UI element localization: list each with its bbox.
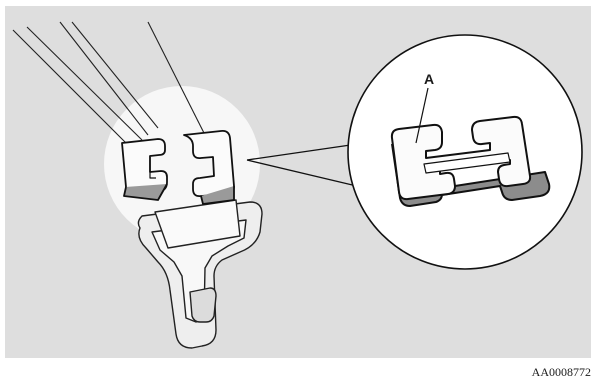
figure-code: AA0008772 bbox=[532, 365, 591, 379]
magnified-detail-circle bbox=[348, 35, 582, 269]
callout-label-a: A bbox=[424, 71, 434, 87]
